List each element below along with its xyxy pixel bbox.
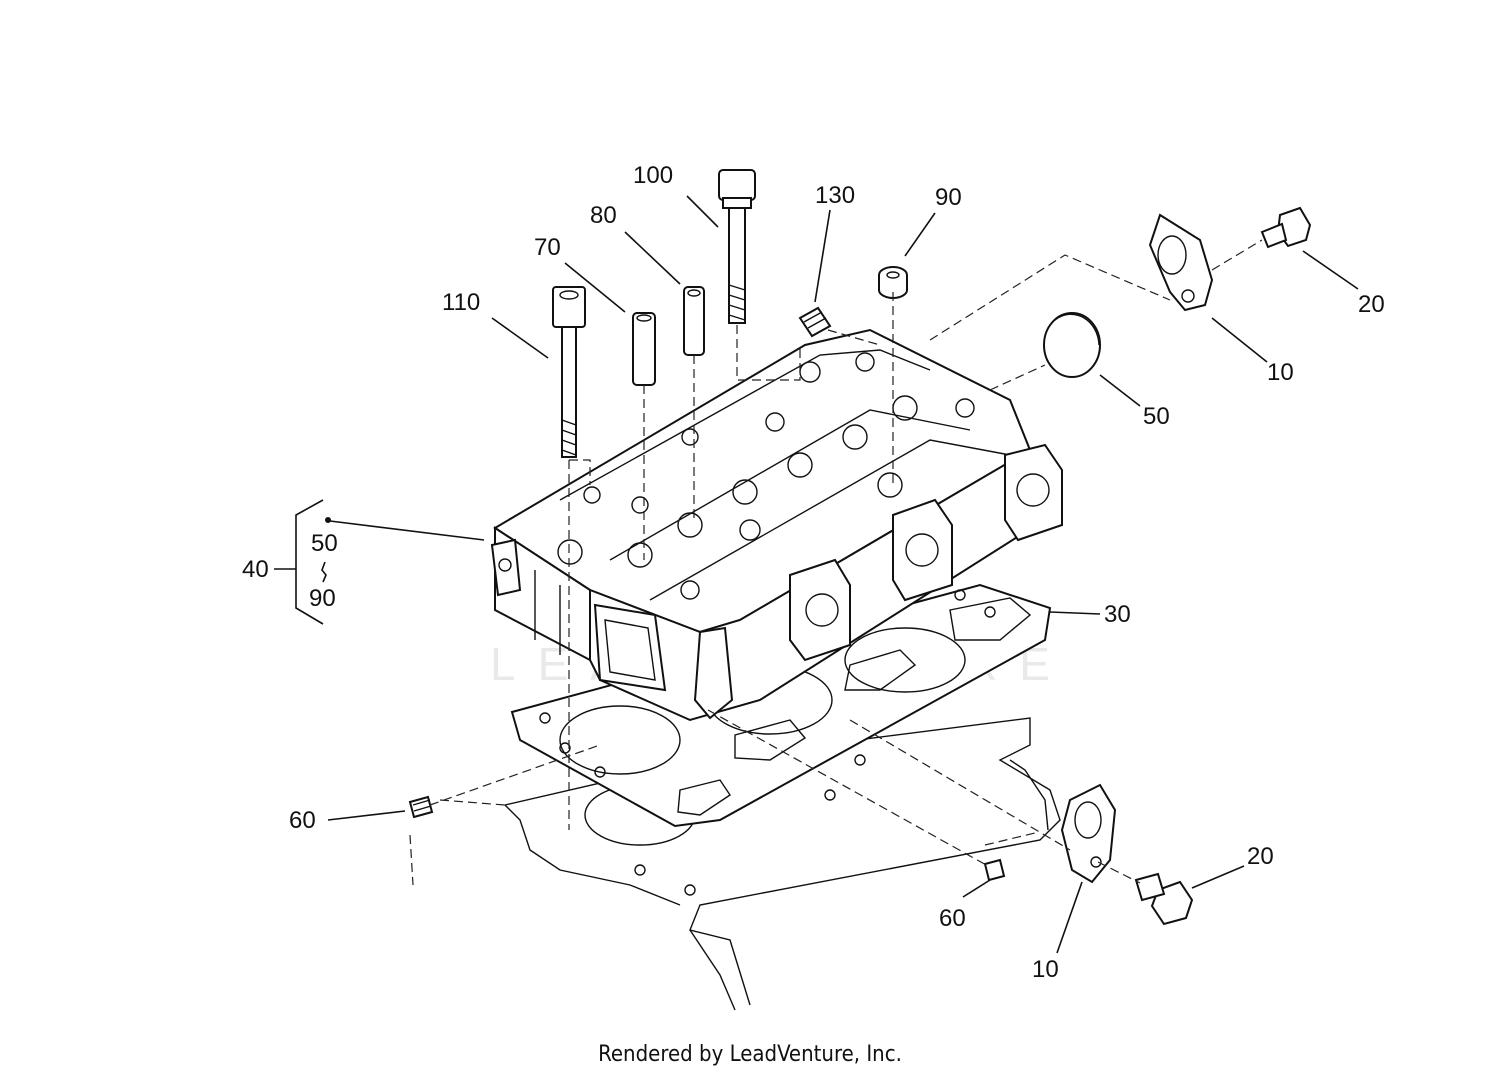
callout-10-bottom: 10 <box>1032 956 1059 983</box>
bolt-20-top <box>1260 206 1312 249</box>
callout-80: 80 <box>590 202 617 229</box>
leader-lines <box>274 195 1359 954</box>
seal-90 <box>878 266 908 299</box>
head-bolt-110 <box>552 286 586 458</box>
footer-credit: Rendered by LeadVenture, Inc. <box>598 1042 902 1067</box>
assembly-lines <box>409 239 1263 886</box>
plug-50 <box>1043 312 1101 378</box>
callout-110: 110 <box>442 289 480 316</box>
callout-40: 40 <box>242 556 269 583</box>
callout-90-bracket: 90 <box>309 585 336 612</box>
hanger-bracket-10-bottom <box>1060 783 1117 884</box>
callout-10-top: 10 <box>1267 359 1294 386</box>
callout-60-bottom: 60 <box>939 905 966 932</box>
valve-guide-70 <box>632 312 656 386</box>
callout-50-right: 50 <box>1143 403 1170 430</box>
callout-labels: 100 130 90 80 70 110 20 10 50 40 50 90 3… <box>242 162 1385 983</box>
callout-20-bottom: 20 <box>1247 843 1274 870</box>
callout-50-bracket: 50 <box>311 530 338 557</box>
plug-60-left <box>408 795 434 819</box>
callout-70: 70 <box>534 234 561 261</box>
valve-guide-80 <box>683 286 705 356</box>
plug-130 <box>798 306 832 338</box>
callout-20-top: 20 <box>1358 291 1385 318</box>
bolt-20-bottom <box>1134 872 1194 926</box>
callout-60-left: 60 <box>289 807 316 834</box>
cylinder-head <box>490 328 1063 722</box>
hanger-bracket-10-top <box>1148 213 1214 312</box>
plug-60-bottom <box>983 858 1006 882</box>
callout-30: 30 <box>1104 601 1131 628</box>
callout-130: 130 <box>815 182 855 209</box>
head-bolt-100 <box>718 169 756 324</box>
callout-100: 100 <box>633 162 673 189</box>
engine-block <box>504 717 1061 1011</box>
callout-90-top: 90 <box>935 184 962 211</box>
